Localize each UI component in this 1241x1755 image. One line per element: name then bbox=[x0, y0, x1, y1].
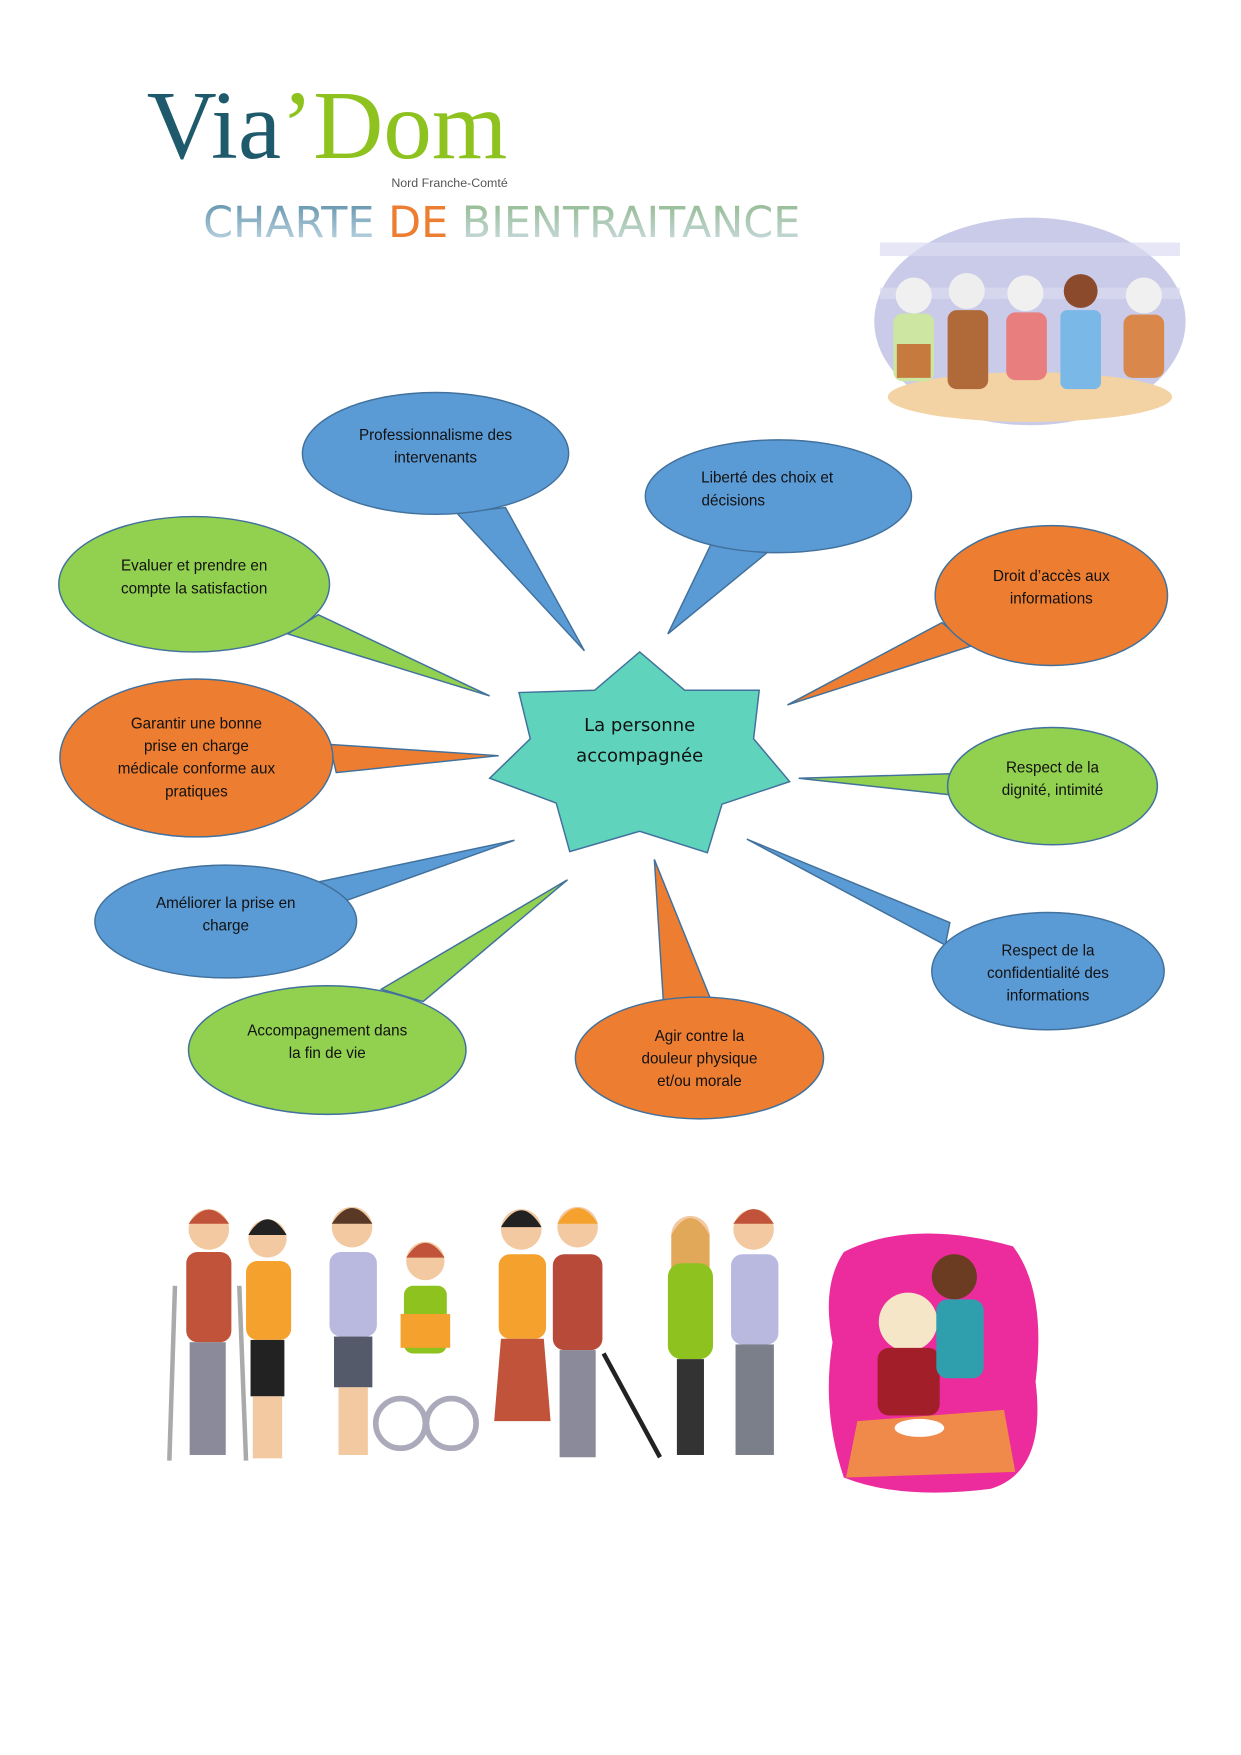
logo-via: Via bbox=[147, 72, 281, 179]
center-label-line2: accompagnée bbox=[576, 745, 703, 766]
bubble-evaluer: Evaluer et prendre en compte la satisfact… bbox=[58, 515, 331, 653]
bubble-text-line: Agir contre la bbox=[655, 1028, 745, 1045]
bubble-text-line: et/ou morale bbox=[657, 1073, 742, 1090]
bubble-text-line: Evaluer et prendre en bbox=[121, 558, 267, 575]
logo-wordmark: Via’Dom bbox=[147, 72, 507, 179]
bubble-professionnalisme: Professionnalisme des intervenants bbox=[301, 391, 570, 516]
elderly-group-illustration bbox=[874, 217, 1186, 426]
bubble-ameliorer: Améliorer la prise en charge bbox=[94, 864, 358, 979]
title-part2: DE bbox=[388, 198, 448, 248]
bubble-text-line: Respect de la bbox=[1006, 760, 1100, 777]
bubble-droit-acces: Droit d’accès aux informations bbox=[934, 524, 1169, 667]
bubble-text-line: Garantir une bonne bbox=[131, 716, 262, 733]
bubble-text-line: Droit d’accès aux bbox=[993, 568, 1110, 585]
bubble-text-line: médicale conforme aux bbox=[118, 761, 276, 778]
center-star: La personne accompagnée bbox=[488, 650, 791, 854]
title-part1: CHARTE bbox=[203, 198, 388, 248]
bubble-text-line: prise en charge bbox=[144, 738, 249, 755]
bubble-liberte: Liberté des choix et décisions bbox=[644, 439, 913, 554]
bubble-text-line: décisions bbox=[702, 492, 766, 509]
bubble-text-line: pratiques bbox=[165, 783, 228, 800]
bubble-text-line: charge bbox=[202, 918, 249, 935]
title-part3: BIENTRAITANCE bbox=[448, 198, 800, 248]
diverse-people-illustration bbox=[167, 1206, 779, 1461]
bubble-text-line: Accompagnement dans bbox=[247, 1022, 407, 1039]
logo-dom: ’Dom bbox=[281, 72, 507, 179]
bubble-text-line: Améliorer la prise en bbox=[156, 895, 296, 912]
bubble-text-line: intervenants bbox=[394, 449, 477, 466]
bubble-text-line: douleur physique bbox=[641, 1051, 757, 1068]
bubble-douleur: Agir contre la douleur physique et/ou mora… bbox=[574, 996, 825, 1120]
bubble-garantir: Garantir une bonne prise en charge médical… bbox=[59, 678, 334, 838]
bubble-fin-de-vie: Accompagnement dans la fin de vie bbox=[187, 985, 467, 1116]
bubble-text-line: informations bbox=[1007, 987, 1090, 1004]
viadom-logo: Via’Dom Nord Franche-Comté bbox=[147, 72, 508, 190]
bubble-text-line: compte la satisfaction bbox=[121, 580, 267, 597]
bubble-text-line: informations bbox=[1010, 590, 1093, 607]
bubble-text-line: dignité, intimité bbox=[1002, 782, 1104, 799]
bubble-text-line: Liberté des choix et bbox=[701, 470, 834, 487]
bubble-text-line: Respect de la bbox=[1001, 942, 1095, 959]
bubble-respect-dignite: Respect de la dignité, intimité bbox=[946, 726, 1159, 846]
caregiver-meal-illustration bbox=[828, 1233, 1039, 1493]
center-label-line1: La personne bbox=[584, 715, 695, 736]
page-title: CHARTE DE BIENTRAITANCE bbox=[203, 198, 800, 248]
bubble-text-line: la fin de vie bbox=[289, 1045, 366, 1062]
logo-subtitle: Nord Franche-Comté bbox=[391, 176, 507, 190]
bubble-text-line: confidentialité des bbox=[987, 965, 1109, 982]
bubble-confidentialite: Respect de la confidentialité des informat… bbox=[931, 911, 1165, 1031]
bubble-text-line: Professionnalisme des bbox=[359, 427, 512, 444]
